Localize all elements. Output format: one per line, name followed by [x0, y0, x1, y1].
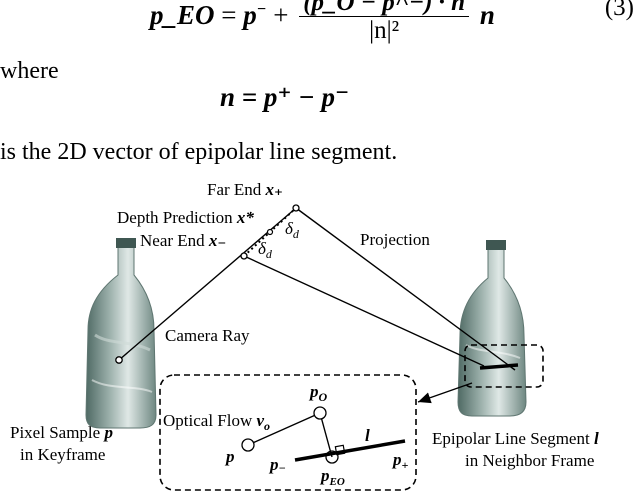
- eq3-p-minus: p: [243, 0, 257, 30]
- inset-epipolar-line: [294, 439, 406, 462]
- eq3-lhs: p_EO: [150, 0, 215, 30]
- pixel-sample-label-2: in Keyframe: [20, 445, 105, 464]
- pixel-sample-point: [115, 356, 123, 364]
- camera-ray-label: Camera Ray: [165, 326, 250, 345]
- epipolar-segment-label: Epipolar Line Segment l: [432, 429, 599, 448]
- far-end-label: Far End x₊: [207, 180, 283, 199]
- equation-3-body: p_EO = p− + (p_O − p^−) · n |n|² n: [150, 0, 495, 45]
- inset-p-point: [241, 438, 255, 452]
- right-bottle-image: [457, 240, 527, 417]
- optical-flow-vector: [247, 412, 321, 446]
- projection-line-near: [243, 255, 485, 367]
- inset-po-label: pO: [308, 382, 328, 404]
- pixel-sample-label: Pixel Sample p: [10, 423, 113, 442]
- far-end-point: [292, 204, 300, 212]
- epipolar-segment-label-2: in Neighbor Frame: [465, 451, 594, 470]
- near-end-label: Near End x₋: [140, 231, 226, 250]
- inset-pplus-label: p+: [391, 450, 409, 472]
- eq3-numerator: (p_O − p^−) · n: [299, 0, 470, 18]
- optical-flow-label: Optical Flow vo: [163, 411, 270, 433]
- projection-line-far: [295, 207, 516, 371]
- epipolar-figure: Far End x₊ Depth Prediction x* Near End …: [10, 180, 599, 491]
- inset-p-label: p: [224, 447, 235, 466]
- left-bottle-image: [85, 238, 157, 429]
- inset-peo-point: [325, 450, 339, 464]
- zoom-arrow: [417, 382, 473, 404]
- zoom-region-box: [464, 344, 544, 388]
- delta-upper-label: δd: [285, 219, 300, 241]
- near-end-point: [240, 252, 248, 260]
- orthogonal-projection-line: [319, 412, 333, 458]
- inset-diagram: [241, 406, 406, 464]
- projection-label: Projection: [360, 230, 430, 249]
- equation-n: n = p⁺ − p⁻: [220, 82, 349, 113]
- eq3-vec-n: n: [479, 0, 495, 30]
- eq3-fraction: (p_O − p^−) · n |n|²: [299, 0, 470, 45]
- epipolar-segment-mark: [479, 363, 519, 370]
- where-text: where: [0, 58, 59, 84]
- eq-n-rhs: = p⁺ − p⁻: [241, 82, 350, 112]
- delta-lower-label: δd: [258, 239, 273, 261]
- caption-text: is the 2D vector of epipolar line segmen…: [0, 139, 398, 165]
- inset-peo-label: pEO: [319, 466, 345, 488]
- camera-ray-line: [118, 207, 297, 361]
- equation-number: (3): [604, 0, 634, 21]
- eq3-equals: =: [221, 0, 237, 30]
- eq3-denominator: |n|²: [369, 17, 400, 45]
- inset-po-point: [313, 406, 327, 420]
- right-angle-mark: [334, 444, 346, 456]
- equation-3: p_EO = p− + (p_O − p^−) · n |n|² n (3): [0, 0, 640, 44]
- inset-pminus-label: p−: [268, 455, 286, 475]
- depth-prediction-point: [266, 228, 274, 236]
- inset-l-label: l: [365, 426, 370, 445]
- depth-prediction-label: Depth Prediction x*: [117, 208, 254, 227]
- eq3-plus: +: [273, 0, 289, 30]
- inset-box: [159, 374, 417, 491]
- eq-n-lhs: n: [220, 82, 236, 112]
